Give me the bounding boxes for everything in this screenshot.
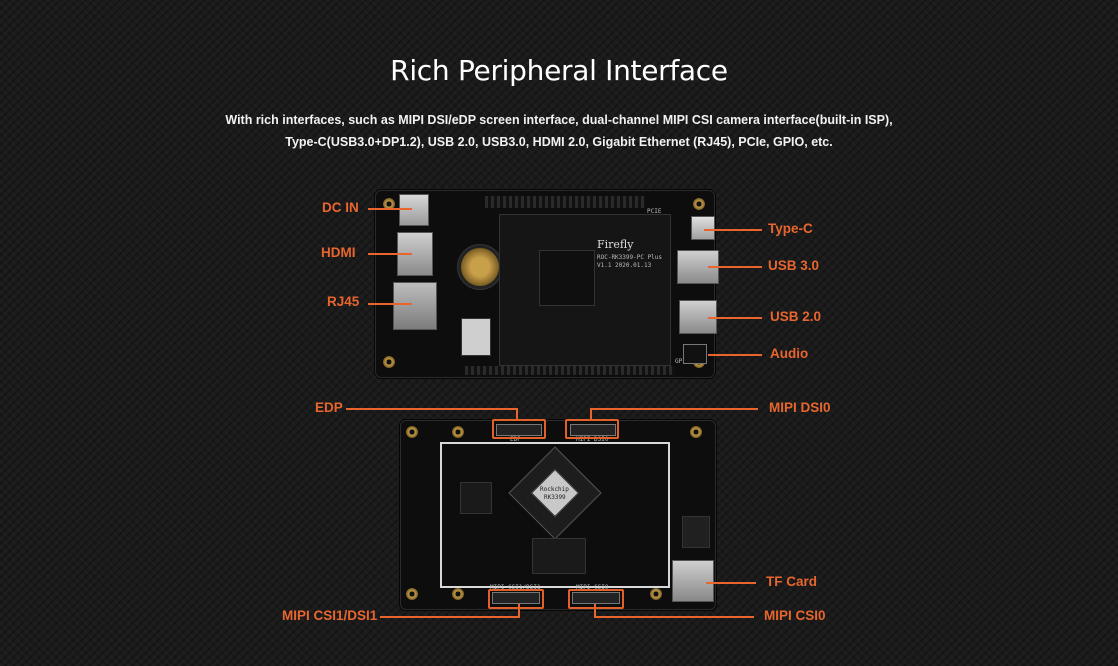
leader-usb30 bbox=[708, 266, 762, 268]
leader-dc-in bbox=[368, 208, 412, 210]
dc-in-jack bbox=[399, 194, 429, 226]
silk-edp: EDP bbox=[510, 436, 521, 443]
mounting-hole bbox=[452, 588, 464, 600]
mounting-hole bbox=[383, 198, 395, 210]
mipi-csi0-highlight bbox=[568, 589, 624, 609]
mounting-hole bbox=[383, 356, 395, 368]
label-rj45: RJ45 bbox=[327, 294, 360, 309]
leader-tf-card bbox=[706, 582, 756, 584]
leader-mipi-dsi0-h bbox=[590, 408, 758, 410]
page-title: Rich Peripheral Interface bbox=[390, 54, 728, 87]
mounting-hole bbox=[693, 198, 705, 210]
mounting-hole bbox=[650, 588, 662, 600]
silk-version: V1.1 2020.01.13 bbox=[597, 262, 652, 269]
soc-chip bbox=[539, 250, 595, 306]
edp-highlight bbox=[492, 419, 546, 439]
label-usb20: USB 2.0 bbox=[770, 309, 822, 324]
type-c-port bbox=[691, 216, 715, 240]
label-type-c: Type-C bbox=[768, 221, 813, 236]
label-audio: Audio bbox=[770, 346, 809, 361]
leader-mipi-csi1-h bbox=[380, 616, 520, 618]
memory-chip bbox=[532, 538, 586, 574]
label-mipi-csi0: MIPI CSI0 bbox=[764, 608, 826, 623]
silk-gpio: GPIO bbox=[675, 358, 689, 365]
board-top-view: Firefly ROC-RK3399-PC Plus V1.1 2020.01.… bbox=[375, 190, 719, 378]
silk-mipi-csi0: MIPI_CSI0 bbox=[576, 584, 609, 591]
mounting-hole bbox=[452, 426, 464, 438]
label-hdmi: HDMI bbox=[321, 245, 356, 260]
brand-logo: Firefly bbox=[597, 238, 634, 251]
leader-mipi-dsi0-v bbox=[590, 408, 592, 420]
silk-mipi-dsi0: MIPI_DSI0 bbox=[576, 436, 609, 443]
chip-model: RK3399 bbox=[544, 494, 566, 501]
rtc-battery bbox=[457, 244, 503, 290]
silk-model: ROC-RK3399-PC Plus bbox=[597, 254, 663, 261]
leader-usb20 bbox=[708, 317, 762, 319]
label-mipi-csi1-dsi1: MIPI CSI1/DSI1 bbox=[282, 608, 378, 623]
mipi-csi0-connector bbox=[572, 592, 620, 604]
mounting-hole bbox=[406, 588, 418, 600]
mipi-dsi0-highlight bbox=[565, 419, 619, 439]
gpio-header-bottom bbox=[465, 366, 675, 375]
leader-mipi-csi0-v bbox=[594, 604, 596, 618]
leader-hdmi bbox=[368, 253, 412, 255]
wifi-module bbox=[461, 318, 491, 356]
leader-rj45 bbox=[368, 303, 412, 305]
silk-pcie: PCIE bbox=[647, 208, 662, 215]
mipi-csi1-connector bbox=[492, 592, 540, 604]
leader-edp-v bbox=[516, 408, 518, 420]
rj45-port bbox=[393, 282, 437, 330]
description-line-1: With rich interfaces, such as MIPI DSI/e… bbox=[225, 113, 893, 127]
mipi-dsi0-connector bbox=[570, 424, 616, 436]
mounting-hole bbox=[406, 426, 418, 438]
leader-audio bbox=[708, 354, 762, 356]
edp-connector bbox=[496, 424, 542, 436]
label-edp: EDP bbox=[315, 400, 343, 415]
leader-type-c bbox=[704, 229, 762, 231]
label-tf-card: TF Card bbox=[766, 574, 818, 589]
mounting-hole bbox=[690, 426, 702, 438]
silk-mipi-csi1: MIPI_CSI1/DSI1 bbox=[490, 584, 541, 591]
label-usb30: USB 3.0 bbox=[768, 258, 820, 273]
leader-mipi-csi0-h bbox=[594, 616, 754, 618]
module-outline bbox=[440, 442, 670, 588]
mipi-csi1-highlight bbox=[488, 589, 544, 609]
description-line-2: Type-C(USB3.0+DP1.2), USB 2.0, USB3.0, H… bbox=[285, 135, 833, 149]
side-component bbox=[682, 516, 710, 548]
audio-jack bbox=[683, 344, 707, 364]
leader-edp-h bbox=[346, 408, 518, 410]
board-bottom-view: Rockchip RK3399 EDP MIPI_DSI0 MIPI_CSI1/… bbox=[400, 420, 716, 610]
label-mipi-dsi0: MIPI DSI0 bbox=[769, 400, 831, 415]
pmic-chip bbox=[460, 482, 492, 514]
label-dc-in: DC IN bbox=[322, 200, 359, 215]
chip-brand: Rockchip bbox=[540, 486, 569, 493]
tf-card-slot bbox=[672, 560, 714, 602]
leader-mipi-csi1-v bbox=[518, 604, 520, 618]
gpio-header-top bbox=[485, 196, 645, 208]
